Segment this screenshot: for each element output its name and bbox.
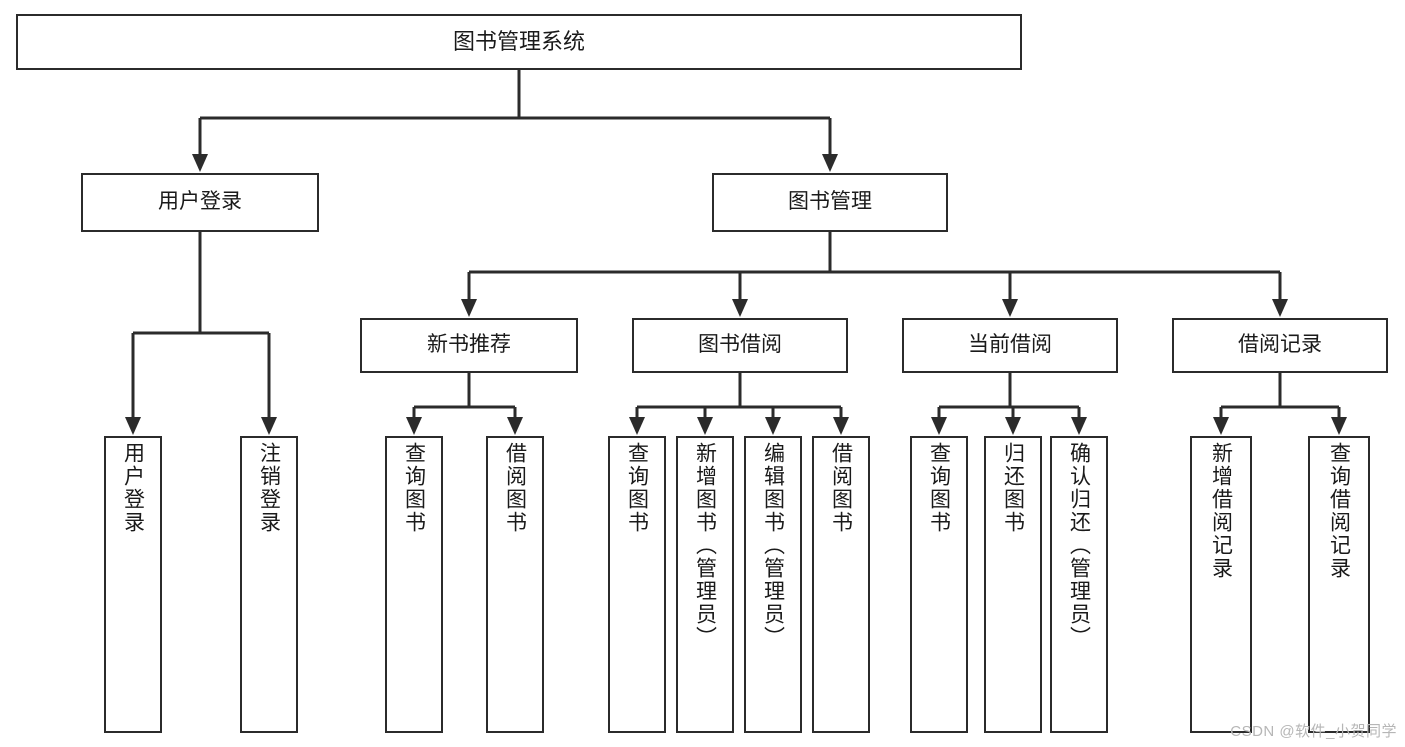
node-label: 新书推荐 xyxy=(427,333,511,357)
node-leaf-add-record: 新增借阅记录 xyxy=(1190,436,1252,733)
edge-arrow-book-borrow-leaf-query-book-2-head xyxy=(629,417,645,435)
node-new-book-rec: 新书推荐 xyxy=(360,318,578,373)
node-label: 借阅图书 xyxy=(829,442,853,534)
node-label: 图书管理系统 xyxy=(452,29,585,55)
node-leaf-query-book-3: 查询图书 xyxy=(910,436,968,733)
node-label: 新增图书（管理员） xyxy=(693,442,717,649)
node-loan-record: 借阅记录 xyxy=(1172,318,1388,373)
node-label: 用户登录 xyxy=(158,190,242,214)
node-leaf-return-book: 归还图书 xyxy=(984,436,1042,733)
node-label: 确认归还（管理员） xyxy=(1067,442,1091,649)
edge-arrow-user-login-leaf-logout-head xyxy=(261,417,277,435)
node-root: 图书管理系统 xyxy=(16,14,1022,70)
node-leaf-user-login: 用户登录 xyxy=(104,436,162,733)
node-leaf-logout: 注销登录 xyxy=(240,436,298,733)
edge-arrow-book-borrow-leaf-borrow-book-2-head xyxy=(833,417,849,435)
node-leaf-add-book: 新增图书（管理员） xyxy=(676,436,734,733)
edge-arrow-new-book-rec-leaf-borrow-book-1-head xyxy=(507,417,523,435)
node-leaf-confirm-ret: 确认归还（管理员） xyxy=(1050,436,1108,733)
node-leaf-query-book-1: 查询图书 xyxy=(385,436,443,733)
edge-arrow-root-book-manage-head xyxy=(822,154,838,172)
node-leaf-borrow-book-2: 借阅图书 xyxy=(812,436,870,733)
node-current-loan: 当前借阅 xyxy=(902,318,1118,373)
node-leaf-edit-book: 编辑图书（管理员） xyxy=(744,436,802,733)
node-label: 用户登录 xyxy=(121,442,145,534)
edge-arrow-current-loan-leaf-confirm-ret-head xyxy=(1071,417,1087,435)
edge-arrow-book-borrow-leaf-edit-book-head xyxy=(765,417,781,435)
node-label: 查询图书 xyxy=(625,442,649,534)
node-user-login: 用户登录 xyxy=(81,173,319,232)
edge-arrow-root-user-login-head xyxy=(192,154,208,172)
edge-arrow-book-borrow-leaf-add-book-head xyxy=(697,417,713,435)
node-leaf-borrow-book-1: 借阅图书 xyxy=(486,436,544,733)
node-label: 查询图书 xyxy=(927,442,951,534)
node-label: 查询图书 xyxy=(402,442,426,534)
edge-arrow-loan-record-leaf-add-record-head xyxy=(1213,417,1229,435)
node-leaf-query-book-2: 查询图书 xyxy=(608,436,666,733)
edge-arrow-loan-record-leaf-query-record-head xyxy=(1331,417,1347,435)
edge-arrow-current-loan-leaf-return-book-head xyxy=(1005,417,1021,435)
edge-arrow-current-loan-leaf-query-book-3-head xyxy=(931,417,947,435)
edge-arrow-book-manage-current-loan-head xyxy=(1002,299,1018,317)
node-label: 查询借阅记录 xyxy=(1327,442,1351,580)
node-label: 图书管理 xyxy=(788,190,872,214)
edge-arrow-book-manage-new-book-rec-head xyxy=(461,299,477,317)
edge-arrow-new-book-rec-leaf-query-book-1-head xyxy=(406,417,422,435)
node-label: 新增借阅记录 xyxy=(1209,442,1233,580)
edge-arrow-book-manage-book-borrow-head xyxy=(732,299,748,317)
node-book-borrow: 图书借阅 xyxy=(632,318,848,373)
edge-arrow-book-manage-loan-record-head xyxy=(1272,299,1288,317)
node-label: 借阅图书 xyxy=(503,442,527,534)
node-label: 注销登录 xyxy=(257,442,281,534)
node-label: 编辑图书（管理员） xyxy=(761,442,785,649)
edge-arrow-user-login-leaf-user-login-head xyxy=(125,417,141,435)
node-label: 归还图书 xyxy=(1001,442,1025,534)
node-leaf-query-record: 查询借阅记录 xyxy=(1308,436,1370,733)
node-label: 借阅记录 xyxy=(1238,333,1322,357)
node-label: 当前借阅 xyxy=(968,333,1052,357)
node-label: 图书借阅 xyxy=(698,333,782,357)
node-book-manage: 图书管理 xyxy=(712,173,948,232)
